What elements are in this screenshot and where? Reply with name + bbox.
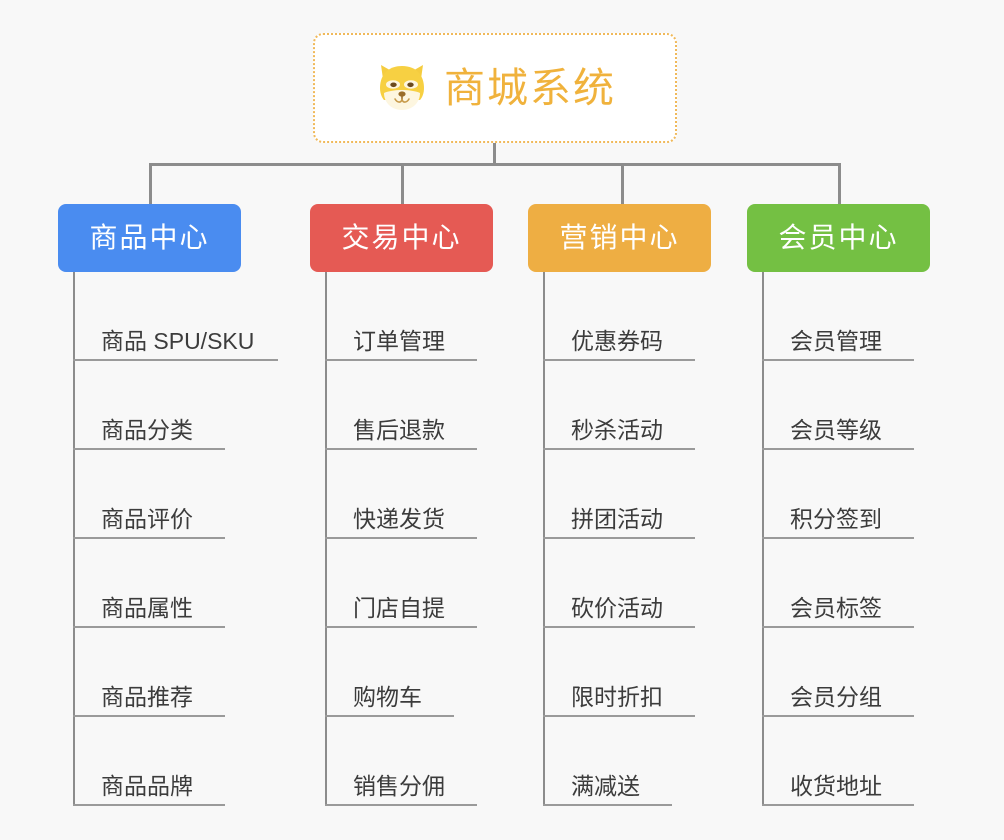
leaf-label: 会员等级 — [790, 417, 882, 443]
branch-label-2: 营销中心 — [559, 222, 680, 253]
leaf-item[interactable]: 售后退款 — [325, 361, 477, 450]
connector-drop-1 — [149, 163, 152, 205]
leaf-label: 会员分组 — [790, 684, 882, 710]
leaf-underline — [543, 359, 695, 361]
leaf-label: 限时折扣 — [571, 684, 663, 710]
leaf-underline — [543, 804, 672, 806]
leaf-underline — [762, 537, 914, 539]
leaf-label: 快递发货 — [353, 506, 445, 532]
leaf-item[interactable]: 优惠券码 — [543, 272, 695, 361]
leaf-item[interactable]: 拼团活动 — [543, 450, 695, 539]
leaf-underline — [762, 626, 914, 628]
leaf-label: 商品分类 — [101, 417, 193, 443]
root-title: 商城系统 — [444, 64, 616, 111]
leaf-label: 销售分佣 — [353, 773, 445, 799]
leaf-item[interactable]: 会员分组 — [762, 628, 914, 717]
leaf-label: 秒杀活动 — [571, 417, 663, 443]
leaf-underline — [73, 537, 225, 539]
leaf-item[interactable]: 订单管理 — [325, 272, 477, 361]
leaf-spine-3 — [762, 272, 764, 806]
leaf-underline — [543, 448, 695, 450]
root-node-mall-system[interactable]: 商城系统 — [313, 33, 677, 143]
leaf-spine-0 — [73, 272, 75, 806]
leaf-underline — [543, 537, 695, 539]
branch-label-0: 商品中心 — [89, 222, 210, 253]
leaf-label: 满减送 — [571, 773, 640, 799]
connector-drop-4 — [838, 163, 841, 205]
leaf-underline — [325, 626, 477, 628]
leaf-label: 商品品牌 — [101, 773, 193, 799]
leaf-underline — [325, 804, 477, 806]
leaf-item[interactable]: 商品分类 — [73, 361, 266, 450]
leaf-item[interactable]: 商品属性 — [73, 539, 266, 628]
leaf-column-3: 会员管理 会员等级 积分签到 会员标签 会员分组 收货地址 — [762, 272, 914, 806]
leaf-label: 会员标签 — [790, 595, 882, 621]
leaf-label: 积分签到 — [790, 506, 882, 532]
branch-node-2[interactable]: 营销中心 — [528, 204, 711, 272]
leaf-underline — [762, 448, 914, 450]
leaf-underline — [543, 626, 695, 628]
leaf-item[interactable]: 会员标签 — [762, 539, 914, 628]
branch-node-3[interactable]: 会员中心 — [747, 204, 930, 272]
leaf-item[interactable]: 销售分佣 — [325, 717, 477, 806]
leaf-label: 购物车 — [353, 684, 422, 710]
leaf-label: 门店自提 — [353, 595, 445, 621]
leaf-item[interactable]: 商品 SPU/SKU — [73, 272, 278, 361]
leaf-column-1: 订单管理 售后退款 快递发货 门店自提 购物车 销售分佣 — [325, 272, 477, 806]
leaf-item[interactable]: 收货地址 — [762, 717, 914, 806]
leaf-label: 优惠券码 — [571, 328, 663, 354]
leaf-label: 商品 SPU/SKU — [101, 328, 255, 354]
connector-drop-2 — [401, 163, 404, 205]
branch-label-3: 会员中心 — [778, 222, 899, 253]
leaf-underline — [73, 448, 225, 450]
branch-node-0[interactable]: 商品中心 — [58, 204, 241, 272]
connector-drop-3 — [621, 163, 624, 205]
connector-root-stem — [493, 143, 496, 165]
leaf-underline — [762, 359, 914, 361]
leaf-item[interactable]: 砍价活动 — [543, 539, 695, 628]
leaf-label: 收货地址 — [790, 773, 882, 799]
leaf-column-0: 商品 SPU/SKU 商品分类 商品评价 商品属性 商品推荐 商品品牌 — [73, 272, 278, 806]
leaf-underline — [762, 715, 914, 717]
leaf-label: 订单管理 — [353, 328, 445, 354]
leaf-underline — [73, 359, 278, 361]
shiba-dog-face-icon — [374, 60, 430, 116]
leaf-underline — [325, 448, 477, 450]
branch-label-1: 交易中心 — [341, 222, 462, 253]
leaf-underline — [73, 715, 225, 717]
leaf-item[interactable]: 秒杀活动 — [543, 361, 695, 450]
leaf-item[interactable]: 商品推荐 — [73, 628, 266, 717]
connector-horizontal-bus — [150, 163, 840, 166]
leaf-item[interactable]: 积分签到 — [762, 450, 914, 539]
leaf-underline — [325, 537, 477, 539]
leaf-underline — [543, 715, 695, 717]
leaf-label: 商品属性 — [101, 595, 193, 621]
leaf-underline — [325, 715, 454, 717]
leaf-underline — [73, 804, 225, 806]
branch-node-1[interactable]: 交易中心 — [310, 204, 493, 272]
leaf-label: 会员管理 — [790, 328, 882, 354]
leaf-item[interactable]: 快递发货 — [325, 450, 477, 539]
leaf-item[interactable]: 满减送 — [543, 717, 675, 806]
leaf-label: 售后退款 — [353, 417, 445, 443]
leaf-item[interactable]: 限时折扣 — [543, 628, 695, 717]
leaf-item[interactable]: 购物车 — [325, 628, 457, 717]
leaf-column-2: 优惠券码 秒杀活动 拼团活动 砍价活动 限时折扣 满减送 — [543, 272, 695, 806]
leaf-label: 拼团活动 — [571, 506, 663, 532]
leaf-underline — [73, 626, 225, 628]
leaf-item[interactable]: 商品评价 — [73, 450, 266, 539]
leaf-label: 砍价活动 — [571, 595, 663, 621]
leaf-item[interactable]: 会员等级 — [762, 361, 914, 450]
leaf-item[interactable]: 商品品牌 — [73, 717, 266, 806]
leaf-label: 商品评价 — [101, 506, 193, 532]
leaf-underline — [762, 804, 914, 806]
leaf-item[interactable]: 会员管理 — [762, 272, 914, 361]
leaf-underline — [325, 359, 477, 361]
leaf-label: 商品推荐 — [101, 684, 193, 710]
leaf-spine-1 — [325, 272, 327, 806]
leaf-spine-2 — [543, 272, 545, 806]
leaf-item[interactable]: 门店自提 — [325, 539, 477, 628]
